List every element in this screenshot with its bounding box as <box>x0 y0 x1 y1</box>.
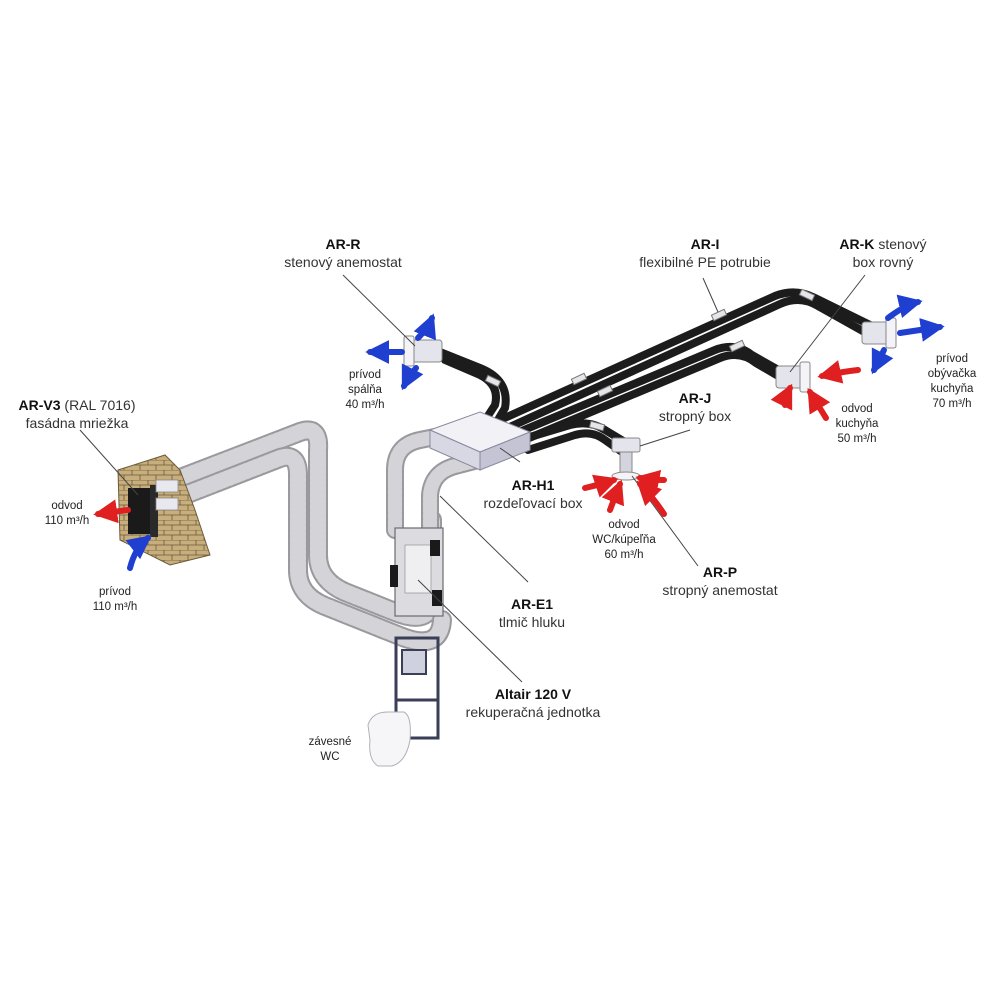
label-ar-r-code: AR-R <box>325 236 361 252</box>
flow-privod-obyvacka-4: 70 m³/h <box>932 397 972 410</box>
label-ar-k-desc-2: box rovný <box>852 253 914 270</box>
label-ar-p-desc: stropný anemostat <box>662 581 778 598</box>
supply-arrows <box>125 294 945 571</box>
flow-privod-spalna: prívod spálňa 40 m³/h <box>330 368 400 413</box>
flow-odvod-fasada: odvod 110 m³/h <box>32 499 102 529</box>
label-ar-p-code: AR-P <box>702 564 738 580</box>
flow-odvod-kuchyna-3: 50 m³/h <box>837 432 877 445</box>
label-ar-j: AR-J stropný box <box>640 390 750 425</box>
ceiling-box <box>611 437 641 481</box>
label-ar-r: AR-R stenový anemostat <box>255 236 431 271</box>
label-altair-code: Altair 120 V <box>494 686 572 702</box>
label-ar-i-desc: flexibilné PE potrubie <box>639 253 771 270</box>
label-ar-h1: AR-H1 rozdeľovací box <box>468 477 598 512</box>
flow-privod-fasada: prívod 110 m³/h <box>80 585 150 615</box>
flow-odvod-wc: odvod WC/kúpeľňa 60 m³/h <box>583 518 665 563</box>
flow-odvod-kuchyna-2: kuchyňa <box>835 417 879 430</box>
label-ar-p: AR-P stropný anemostat <box>640 564 800 599</box>
label-ar-v3: AR-V3 (RAL 7016) fasádna mriežka <box>2 397 152 432</box>
label-ar-v3-code: AR-V3 <box>18 397 61 413</box>
label-ar-k: AR-K stenový box rovný <box>808 236 958 271</box>
install-frame <box>394 636 440 740</box>
label-ar-j-code: AR-J <box>678 390 712 406</box>
label-ar-e1: AR-E1 tlmič hluku <box>482 596 582 631</box>
label-ar-v3-desc: fasádna mriežka <box>25 414 129 431</box>
wall-diffuser-r <box>403 335 443 367</box>
flow-privod-spalna-3: 40 m³/h <box>345 398 385 411</box>
label-wall-wc-1: závesné <box>308 736 352 748</box>
label-wall-wc: závesné WC <box>300 735 360 765</box>
flow-privod-obyvacka-3: kuchyňa <box>930 382 974 395</box>
label-ar-e1-code: AR-E1 <box>510 596 553 612</box>
flow-odvod-wc-2: WC/kúpeľňa <box>592 533 656 546</box>
label-wall-wc-2: WC <box>320 750 340 763</box>
flow-odvod-fasada-1: odvod <box>51 500 83 512</box>
wall-box-k-supply <box>861 317 897 349</box>
label-ar-h1-desc: rozdeľovací box <box>483 494 583 511</box>
label-ar-i-code: AR-I <box>690 236 720 252</box>
exhaust-arrows <box>93 360 861 524</box>
flow-privod-spalna-2: spálňa <box>348 383 382 396</box>
flow-privod-fasada-1: prívod <box>99 586 131 598</box>
recovery-unit <box>390 527 444 617</box>
label-ar-i: AR-I flexibilné PE potrubie <box>610 236 800 271</box>
flow-privod-obyvacka: prívod obývačka kuchyňa 70 m³/h <box>912 352 992 412</box>
flow-privod-spalna-1: prívod <box>349 369 381 381</box>
label-altair-desc: rekuperačná jednotka <box>465 703 601 720</box>
label-ar-v3-extra: (RAL 7016) <box>64 397 136 413</box>
flow-odvod-kuchyna-1: odvod <box>841 403 873 415</box>
flow-odvod-fasada-2: 110 m³/h <box>44 514 90 527</box>
wall-hung-wc <box>367 711 411 767</box>
wall-box-k-exhaust <box>775 361 811 393</box>
label-altair: Altair 120 V rekuperačná jednotka <box>448 686 618 721</box>
flow-odvod-wc-3: 60 m³/h <box>604 548 644 561</box>
label-ar-e1-desc: tlmič hluku <box>498 613 566 630</box>
flow-privod-fasada-2: 110 m³/h <box>92 600 138 613</box>
label-ar-k-code: AR-K <box>839 236 875 252</box>
flow-odvod-kuchyna: odvod kuchyňa 50 m³/h <box>822 402 892 447</box>
label-ar-j-desc: stropný box <box>658 407 732 424</box>
duct-couplers <box>484 288 816 432</box>
flow-privod-obyvacka-1: prívod <box>936 353 968 365</box>
flow-privod-obyvacka-2: obývačka <box>927 367 977 380</box>
label-ar-k-desc-1: stenový <box>878 236 927 252</box>
label-ar-r-desc: stenový anemostat <box>284 253 402 270</box>
label-ar-h1-code: AR-H1 <box>511 477 555 493</box>
flow-odvod-wc-1: odvod <box>608 519 640 531</box>
